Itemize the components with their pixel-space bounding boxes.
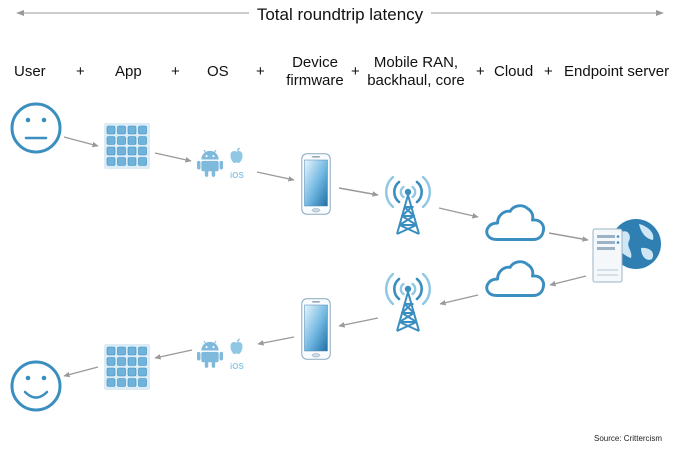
radio-tower-icon xyxy=(384,273,432,333)
return-arrows xyxy=(63,275,587,378)
source-note: Source: Crittercism xyxy=(593,434,662,443)
ios-label: iOS xyxy=(230,362,244,371)
cloud-icon xyxy=(485,204,546,241)
neutral-face-icon xyxy=(10,102,62,154)
diagram-title: Total roundtrip latency xyxy=(0,5,680,25)
smartphone-icon xyxy=(301,298,331,360)
server-icon xyxy=(592,228,623,283)
plus-sign: + xyxy=(476,63,485,80)
plus-sign: + xyxy=(351,63,360,80)
android-icon xyxy=(197,340,223,369)
plus-sign: + xyxy=(76,63,85,80)
apple-icon xyxy=(230,338,243,354)
stage-label-app: App xyxy=(115,63,142,80)
apple-icon xyxy=(230,147,243,163)
plus-sign: + xyxy=(171,63,180,80)
radio-tower-icon xyxy=(384,176,432,236)
smartphone-icon xyxy=(301,153,331,215)
stage-label-cloud: Cloud xyxy=(494,63,534,80)
app-grid-icon xyxy=(104,344,150,390)
plus-sign: + xyxy=(256,63,265,80)
stage-label-endpoint-server: Endpoint server xyxy=(564,63,670,80)
outbound-arrows xyxy=(63,136,589,242)
android-icon xyxy=(197,149,223,178)
ios-label: iOS xyxy=(230,171,244,180)
plus-sign: + xyxy=(544,63,553,80)
stage-label-mobile-ran: Mobile RAN,backhaul, core xyxy=(367,54,465,89)
cloud-icon xyxy=(485,260,546,297)
smiley-face-icon xyxy=(10,360,62,412)
stage-label-user: User xyxy=(14,63,46,80)
stage-label-os: OS xyxy=(207,63,229,80)
app-grid-icon xyxy=(104,123,150,169)
